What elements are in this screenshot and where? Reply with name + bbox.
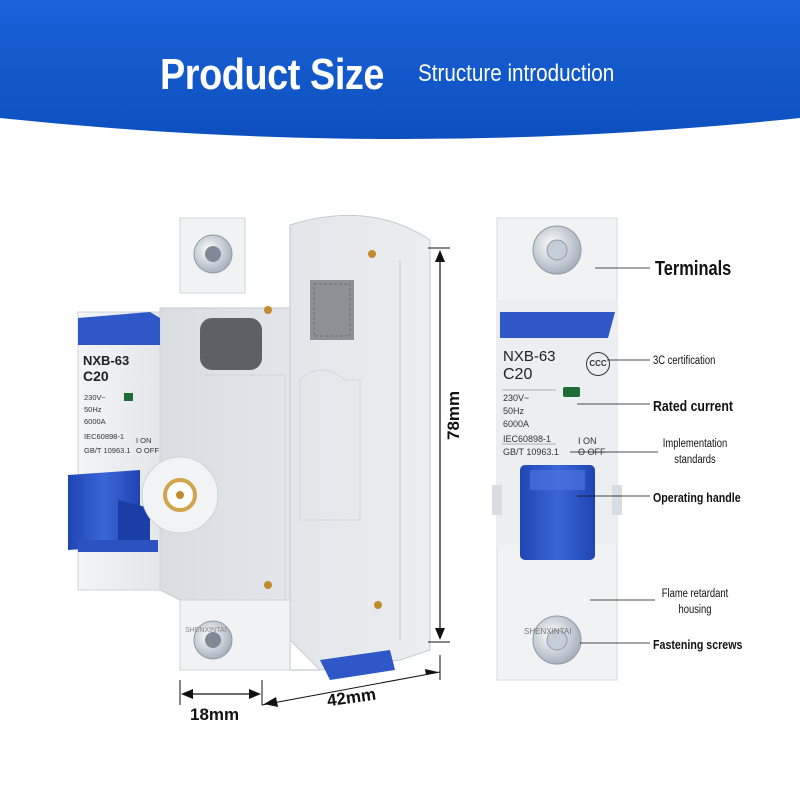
callout-fastening-screws: Fastening screws [653, 637, 743, 652]
front-standard-2: GB/T 10963.1 [503, 447, 559, 457]
page-subtitle: Structure introduction [418, 60, 615, 87]
callout-flame-line-1: Flame retardant [661, 588, 729, 600]
ccc-mark-icon: CCC [586, 352, 610, 376]
side-capacity: 6000A [84, 417, 106, 426]
window-dark [200, 318, 262, 370]
page-title: Product Size [160, 50, 385, 99]
side-view-device [68, 214, 431, 680]
side-model-label: NXB-63 [83, 353, 130, 368]
side-brand: SHENXINTAI [185, 627, 227, 634]
callout-flame-line-2: housing [678, 604, 712, 616]
front-voltage: 230V~ [503, 393, 530, 403]
side-voltage: 230V~ [84, 393, 106, 402]
front-view-device [492, 217, 622, 681]
side-on-label: I ON [136, 436, 152, 445]
front-capacity: 6000A [503, 419, 530, 429]
side-standard-2: GB/T 10963.1 [84, 446, 131, 455]
side-frequency: 50Hz [84, 405, 102, 414]
side-standard-1: IEC60898-1 [84, 432, 125, 441]
front-on-label: I ON [578, 436, 597, 446]
callout-certification: 3C certification [653, 355, 716, 367]
front-model-label: NXB-63 [503, 348, 556, 365]
width-dimension: 18mm [190, 705, 240, 724]
side-rating-label: C20 [83, 368, 109, 384]
callout-operating-handle: Operating handle [653, 490, 741, 505]
callout-rated-current: Rated current [653, 398, 733, 415]
front-standard-1: IEC60898-1 [503, 434, 552, 444]
front-rating-label: C20 [503, 366, 533, 383]
callout-implementation-standards: Implementation standards [658, 436, 732, 468]
front-off-label: O OFF [578, 447, 606, 457]
height-dimension: 78mm [444, 390, 463, 440]
qr-code [310, 280, 354, 340]
side-off-label: O OFF [136, 446, 159, 455]
callout-implementation-line-1: Implementation [662, 438, 728, 450]
callout-implementation-line-2: standards [674, 454, 716, 466]
header-banner [0, 0, 800, 139]
callout-flame-retardant-housing: Flame retardant housing [658, 586, 732, 618]
dimension-lines [179, 247, 450, 707]
callout-terminals: Terminals [655, 258, 732, 280]
callout-lines [570, 267, 658, 644]
front-frequency: 50Hz [503, 406, 525, 416]
front-brand: SHENXINTAI [524, 627, 572, 636]
